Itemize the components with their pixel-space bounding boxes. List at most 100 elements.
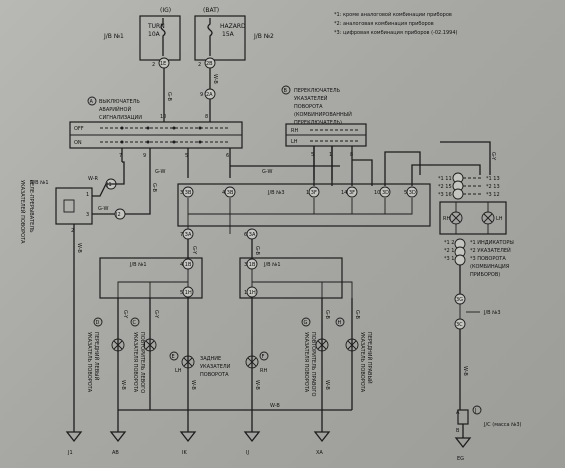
ind-lh: LH [496,216,503,222]
wire-label-wb-4: W-B [324,380,330,390]
jb3-right-top: 3G [456,297,463,303]
hazard-switch-label-2: АВАРИЙНОЙ [99,106,131,113]
relay-label-2: УКАЗАТЕЛЕЙ ПОВОРОТА [19,180,26,244]
fuse-turn: (IG) TURN 10A J/B №1 2 1E [103,7,181,69]
wire-label-gb-1: G-B [166,92,172,102]
ground-label-xa: XA [316,450,323,456]
jc-marker: J [474,408,476,414]
hazard-pin-9: 9 [143,153,146,159]
rear-label: ЗАДНИЕ УКАЗАТЕЛИ ПОВОРОТА [200,356,231,378]
jb3-pin-3d-a: 10 3D [374,190,389,196]
hazard-pin-5: 5 [185,153,188,159]
ind-label-4: (КОМБИНАЦИЯ [470,264,509,270]
jb3-pin-3a-b: 6 3A [244,232,256,238]
jb3-right-name: J/B №3 [483,310,501,316]
ground-label-ab: AB [112,450,119,456]
lamp-h-id: H [338,320,342,326]
note-2: *2: аналоговая комбинация приборов [334,21,434,27]
turn-switch-label-5: ПЕРЕКЛЮЧАТЕЛЬ) [294,120,342,126]
jc-pin-b: B [456,428,460,434]
lamp-h-label-1: ПЕРЕДНИЙ ПРАВЫЙ [366,332,373,384]
fuse-turn-header: (IG) [160,7,171,14]
fuse-hazard-jb: J/B №2 [253,33,274,40]
wire-label-wb-2: W-B [254,380,260,390]
lamp-f-id: F [262,354,265,360]
jb1-right-name: J/B №1 [263,262,281,268]
jc-label: J/C (масса №3) [483,422,522,428]
ind-pin-l1: *1 11 [438,176,452,182]
wire-label-wb-relay: W-B [76,243,82,253]
lamp-g-id: G [304,320,308,326]
indicators: *1 11 *2 15 *3 16 *1 13 *2 13 *3 12 RH L… [438,172,514,278]
jb3-pin-3b-a: 3 3B [180,190,192,196]
jb1-left-bottom: 5 1H [180,290,192,296]
fuse-hazard-rating: 15A [222,31,235,38]
ground-xa [313,410,331,443]
hazard-pin-6: 6 [226,153,229,159]
ind-pin-r2: *2 13 [486,184,500,190]
lamp-g-label-1: ПОВТОРИТЕЛЬ ПРАВОГО [310,332,316,396]
jb3-pin-3b-b: 4 3B [222,190,234,196]
jb3-right: 3G J/B №3 3C [454,293,501,330]
lamp-g-label-2: УКАЗАТЕЛЯ ПОВОРОТА [303,332,309,393]
lamp-e-side: LH [175,368,182,374]
fuse-hazard-pin: 2 [198,62,201,68]
fuse-hazard-name: HAZARD [220,23,246,30]
rear-label-1: ЗАДНИЕ [200,356,221,362]
wire-label-gy: G-Y [191,246,197,255]
hazard-row-off: OFF [74,126,84,132]
wire-label-wb-fuse: W-B [212,74,218,84]
turn-switch-label-3: ПОВОРОТА [294,104,323,110]
lamp-e-id: E [172,354,175,360]
jb3-block: J/B №3 3 3B 4 3B 1 3F 14 3F 10 3D 5 3D 7… [177,183,431,240]
lamp-front-left: D ПЕРЕДНИЙ ЛЕВЫЙ УКАЗАТЕЛЬ ПОВОРОТА [86,317,125,393]
fuse-hazard-conn: 2B [206,61,213,67]
ind-label-2: *2 УКАЗАТЕЛЕЙ [470,247,511,254]
jb1-right-top: 3 1B [244,262,256,268]
lamp-d-label-1: ПЕРЕДНИЙ ЛЕВЫЙ [93,332,100,381]
jb3-pin-3f-b: 14 3F [341,190,355,196]
relay-pin-1: 1 [86,192,89,198]
fuse-hazard: (BAT) HAZARD 15A J/B №2 2 2B 9 2A [194,7,274,100]
jb1-right-bottom: 1 1H [244,290,256,296]
fuse-turn-rating: 10A [148,31,161,38]
lamp-h-label-2: УКАЗАТЕЛЬ ПОВОРОТА [359,332,365,393]
lamp-d-id: D [96,320,100,326]
wire-label-wb-3: W-B [120,380,126,390]
hazard-switch-label-3: СИГНАЛИЗАЦИИ [99,115,142,121]
jb3-right-bottom: 3C [456,322,463,328]
ind-pin-l3: *3 16 [438,192,452,198]
relay-pin-3: 3 [86,212,89,218]
wire-label-gw-2: G-W [262,169,272,175]
ind-pin-r1: *1 13 [486,176,500,182]
lamp-c-label-2: УКАЗАТЕЛЯ ПОВОРОТА [132,332,138,393]
wire-label-gy-3: G-Y [153,310,159,319]
turn-row-lh: LH [291,139,298,145]
wire-label-wb-5: W-B [462,366,468,376]
wire-label-gw-1: G-W [155,169,165,175]
lamp-side-left: C ПОВТОРИТЕЛЬ ЛЕВОГО УКАЗАТЕЛЯ ПОВОРОТА [130,317,157,393]
jb1-right: J/B №1 3 1B 1 1H [239,257,353,300]
ground-j1 [65,410,83,443]
wire-label-wr: W-R [88,176,99,182]
ind-label-5: ПРИБОРОВ) [470,272,500,278]
fuse-hazard-pin2: 9 [200,92,203,98]
wire-label-gb-5: G-B [354,310,360,320]
hazard-row-on: ON [74,140,82,146]
turn-pin-1: 1 [329,152,332,158]
ind-bot-3: *3 1 [444,256,454,262]
jb1-left-top: 4 1B [180,262,192,268]
relay-pin-2: 2 [71,228,74,234]
ground-label-ij: IJ [246,450,249,456]
fuse-turn-pin: 2 [152,62,155,68]
turn-row-rh: RH [291,128,298,134]
note-3: *3: цифровая комбинация приборов (-02.19… [334,30,458,36]
ind-bot-1: *1 2 [444,240,454,246]
lamp-f-side: RH [260,368,267,374]
wire-label-wb-1: W-B [190,380,196,390]
wire-label-gb-3: G-B [254,246,260,256]
fuse-turn-name: TURN [147,23,165,30]
jb3-pin-3a-a: 7 3A [180,232,192,238]
hazard-pin-8: 8 [205,114,208,120]
